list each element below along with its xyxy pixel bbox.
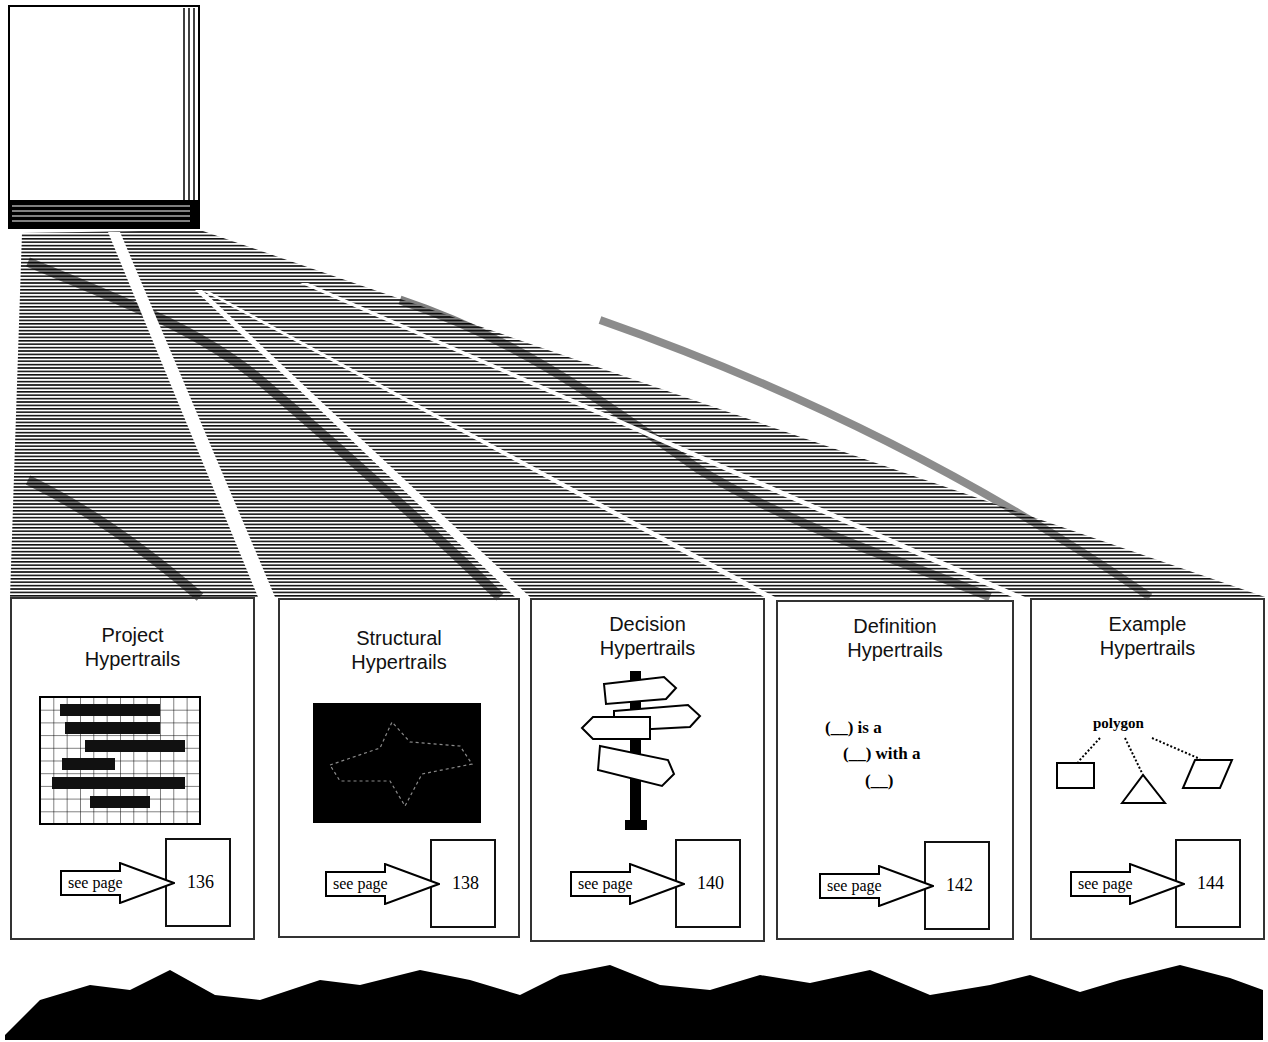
drawing-part: [10, 230, 1265, 597]
drawing-part: [604, 677, 676, 704]
hypertrail-card: Structural Hypertrailssee page138: [278, 598, 520, 938]
drawing-part: [9, 200, 199, 227]
see-page-arrow: see page: [1070, 863, 1185, 905]
polygon-example-icon: [1057, 738, 1232, 803]
drawing-part: [90, 796, 150, 808]
drawing-part: [188, 8, 190, 228]
drawing-part: [60, 704, 160, 716]
card-title: Decision Hypertrails: [573, 612, 723, 660]
drawing-part: [52, 777, 185, 789]
drawing-part: [12, 211, 190, 212]
gantt-chart-icon: [40, 697, 200, 824]
definition-template: (__): [865, 771, 893, 791]
hypertrail-card: Example Hypertrailssee page144: [1030, 598, 1265, 940]
arrow-outline: [1071, 864, 1184, 904]
drawing-part: [12, 216, 190, 217]
drawing-part: [65, 722, 160, 734]
signpost-icon: [582, 672, 700, 829]
hypertrail-card: Definition Hypertrailssee page142: [776, 600, 1014, 940]
arrow-label: see page: [578, 875, 633, 893]
drawing-part: [12, 206, 190, 207]
drawing-part: [1152, 738, 1200, 759]
drawing-part: [626, 821, 646, 829]
drawing-part: [108, 232, 275, 597]
definition-template: (__) with a: [843, 744, 920, 764]
drawing-part: [330, 722, 472, 806]
drawing-part: [582, 717, 650, 739]
drawing-part: [62, 758, 115, 770]
see-page-arrow: see page: [325, 863, 440, 905]
arrow-label: see page: [68, 874, 123, 892]
drawing-part: [1183, 760, 1232, 788]
arrow-outline: [61, 863, 174, 903]
drawing-part: [183, 8, 185, 228]
drawing-part: [193, 8, 195, 228]
see-page-arrow: see page: [60, 862, 175, 904]
card-title: Project Hypertrails: [58, 623, 208, 671]
drawing-part: [28, 480, 200, 597]
drawing-part: [9, 6, 199, 228]
drawing-part: [1125, 738, 1142, 773]
hypertrail-road: [10, 230, 1265, 597]
see-page-arrow: see page: [570, 863, 685, 905]
drawing-part: [1057, 763, 1094, 788]
definition-template: (__) is a: [825, 718, 882, 738]
card-title: Example Hypertrails: [1073, 612, 1223, 660]
drawing-part: [85, 740, 185, 752]
arrow-label: see page: [1078, 875, 1133, 893]
drawing-part: [12, 221, 190, 222]
arrow-label: see page: [333, 875, 388, 893]
drawing-part: [600, 320, 1150, 597]
card-title: Definition Hypertrails: [820, 614, 970, 662]
arrow-outline: [820, 866, 933, 906]
drawing-part: [195, 290, 530, 597]
arrow-label: see page: [827, 877, 882, 895]
hypertrail-card: Project Hypertrailssee page136: [10, 597, 255, 940]
drawing-part: [313, 703, 481, 823]
polygon-label: polygon: [1093, 715, 1144, 732]
arrow-outline: [326, 864, 439, 904]
arrow-outline: [571, 864, 684, 904]
drawing-part: [205, 292, 775, 597]
drawing-part: [300, 283, 1025, 597]
drawing-part: [1122, 775, 1165, 803]
drawing-part: [40, 697, 200, 824]
see-page-arrow: see page: [819, 865, 934, 907]
drawing-part: [1078, 738, 1100, 762]
hypertrail-card: Decision Hypertrailssee page140: [530, 598, 765, 942]
card-title: Structural Hypertrails: [324, 626, 474, 674]
airplane-blueprint-icon: [313, 703, 481, 823]
drawing-part: [598, 746, 674, 786]
doorway: [9, 6, 199, 228]
mountain-silhouette: [5, 965, 1263, 1040]
